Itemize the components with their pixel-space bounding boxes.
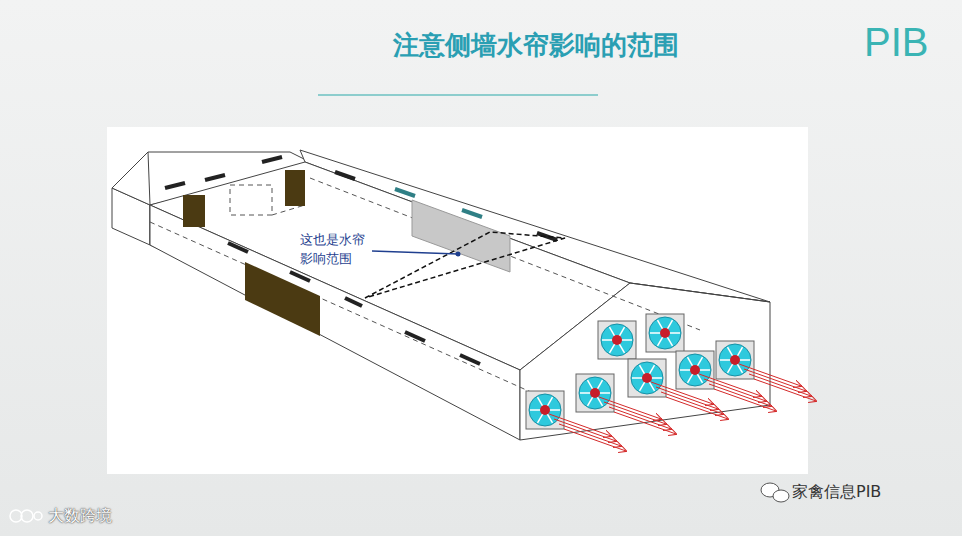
fan-frame: [598, 321, 636, 359]
airflow-arrow: [744, 369, 806, 391]
door: [285, 170, 305, 206]
airflow-arrow: [754, 379, 816, 401]
airflow-arrow: [666, 397, 728, 419]
fan-blade: [601, 324, 633, 356]
fan-hub: [690, 365, 700, 375]
influence-area: [365, 232, 565, 298]
logo-icon: [10, 510, 42, 522]
fan-hub: [660, 328, 670, 338]
airflow-arrow: [549, 414, 611, 436]
fan-blade: [719, 344, 751, 376]
fan-hub: [590, 388, 600, 398]
fan-blade: [579, 377, 611, 409]
watermark: 家禽信息PIB: [792, 482, 881, 503]
window-slots: [165, 157, 557, 364]
airflow-arrow: [559, 424, 621, 446]
fan-blade: [649, 317, 681, 349]
airflow-arrow: [661, 392, 723, 414]
fan-hub: [730, 355, 740, 365]
fan-frame: [526, 391, 564, 429]
airflow-arrow: [656, 387, 718, 409]
callout-label: 这也是水帘 影响范围: [300, 230, 370, 268]
airflow-arrow: [604, 402, 666, 424]
airflow-arrow: [609, 407, 671, 429]
fan-frame: [646, 314, 684, 352]
fan-frame: [716, 341, 754, 379]
airflow-arrow: [739, 364, 801, 386]
airflow-arrow: [714, 389, 776, 411]
fan-blade: [631, 362, 663, 394]
title-rule: [318, 94, 598, 96]
barn: [112, 150, 770, 440]
far-water-curtain: [412, 200, 510, 272]
water-curtain: [245, 262, 320, 336]
airflow-arrow: [704, 379, 766, 401]
fan-hub: [540, 405, 550, 415]
fan-frame: [628, 359, 666, 397]
door: [183, 195, 205, 227]
leader-line: [372, 251, 458, 254]
fan-frame: [676, 351, 714, 389]
airflow-arrow: [614, 412, 676, 434]
figure-panel: [107, 127, 808, 474]
airflow-arrow: [709, 384, 771, 406]
airflow-arrow: [599, 397, 661, 419]
fan-frame: [576, 374, 614, 412]
airflow-arrow: [554, 419, 616, 441]
fan-hub: [642, 373, 652, 383]
watermark: 大数跨境: [48, 506, 112, 527]
airflow-arrow: [749, 374, 811, 396]
fan-blade: [529, 394, 561, 426]
fans: [526, 314, 816, 451]
fan-hub: [612, 335, 622, 345]
brand-mark: PIB: [864, 20, 928, 65]
interior-dashes: [150, 178, 700, 405]
wechat-icon: [761, 483, 789, 502]
airflow-arrow: [564, 429, 626, 451]
fan-blade: [679, 354, 711, 386]
slide-title: 注意侧墙水帘影响的范围: [393, 28, 679, 63]
